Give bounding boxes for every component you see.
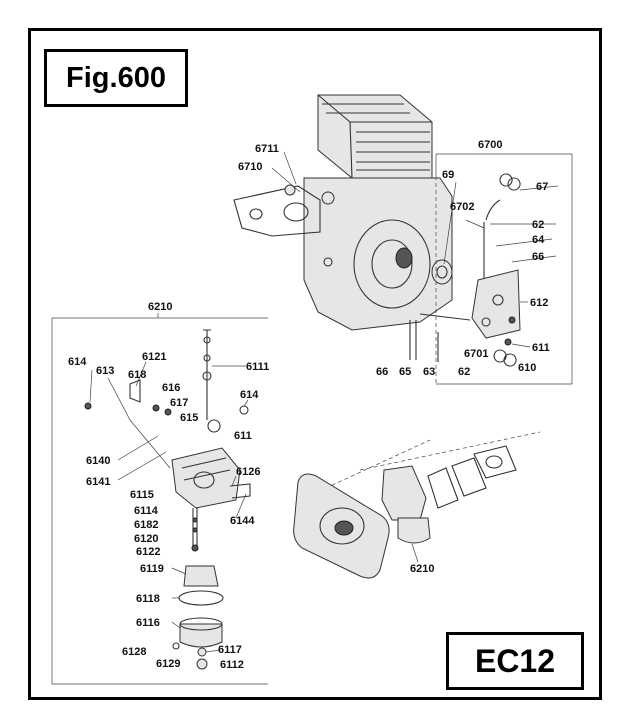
part-label-6700: 6700: [478, 139, 502, 151]
part-label-6120: 6120: [134, 533, 158, 545]
part-label-6144: 6144: [230, 515, 255, 527]
part-label-67: 67: [536, 181, 548, 193]
part-label-6122: 6122: [136, 546, 160, 558]
figure-frame: [28, 28, 602, 700]
part-label-65: 65: [399, 366, 411, 378]
model-code-box: EC12: [446, 632, 584, 690]
part-label-6210-assembly: 6210: [410, 563, 434, 575]
part-label-6141: 6141: [86, 476, 110, 488]
part-label-62-top: 62: [532, 219, 544, 231]
part-label-6701: 6701: [464, 348, 488, 360]
part-label-6118: 6118: [136, 593, 160, 605]
part-label-6126: 6126: [236, 466, 260, 478]
part-label-610: 610: [518, 362, 536, 374]
part-label-63: 63: [423, 366, 435, 378]
governor-parts: [409, 173, 521, 367]
part-label-62-bottom: 62: [458, 366, 470, 378]
engine-cylinder-head: [317, 94, 433, 179]
part-label-614-right: 614: [240, 389, 259, 401]
part-label-6210-carburetor: 6210: [148, 301, 172, 313]
part-label-616: 616: [162, 382, 180, 394]
part-label-617: 617: [170, 397, 188, 409]
part-label-6140: 6140: [86, 455, 110, 467]
part-label-6117: 6117: [218, 644, 242, 656]
part-label-6121: 6121: [142, 351, 166, 363]
part-label-6711: 6711: [255, 143, 279, 155]
part-label-6129: 6129: [156, 658, 180, 670]
governor-assembly-group-box: [435, 153, 573, 385]
carburetor-group-box: [51, 313, 268, 685]
carburetor-body: [84, 329, 251, 670]
part-label-6111: 6111: [246, 361, 269, 373]
part-label-69: 69: [442, 169, 454, 181]
air-cleaner-assembly: [293, 431, 541, 579]
leader-lines: [89, 151, 559, 653]
part-label-6112: 6112: [220, 659, 244, 671]
part-label-6115: 6115: [130, 489, 154, 501]
part-number-labels: 6711 6710 6700 69 67 6702 62 64 66 612 6…: [68, 139, 550, 671]
engine-crankcase: [233, 177, 453, 331]
part-label-612: 612: [530, 297, 548, 309]
part-label-6182: 6182: [134, 519, 158, 531]
part-label-614-left: 614: [68, 356, 87, 368]
part-label-6119: 6119: [140, 563, 164, 575]
figure-title: Fig.600: [44, 49, 188, 107]
part-label-66-bottom: 66: [376, 366, 388, 378]
part-label-615: 615: [180, 412, 198, 424]
part-label-66-top: 66: [532, 251, 544, 263]
part-label-618: 618: [128, 369, 146, 381]
part-label-6114: 6114: [134, 505, 159, 517]
part-label-611-right: 611: [532, 342, 550, 354]
part-label-613: 613: [96, 365, 114, 377]
part-label-6702: 6702: [450, 201, 474, 213]
part-label-6128: 6128: [122, 646, 146, 658]
part-label-64: 64: [532, 234, 545, 246]
part-label-611-left: 611: [234, 430, 252, 442]
part-label-6116: 6116: [136, 617, 160, 629]
part-label-6710: 6710: [238, 161, 262, 173]
